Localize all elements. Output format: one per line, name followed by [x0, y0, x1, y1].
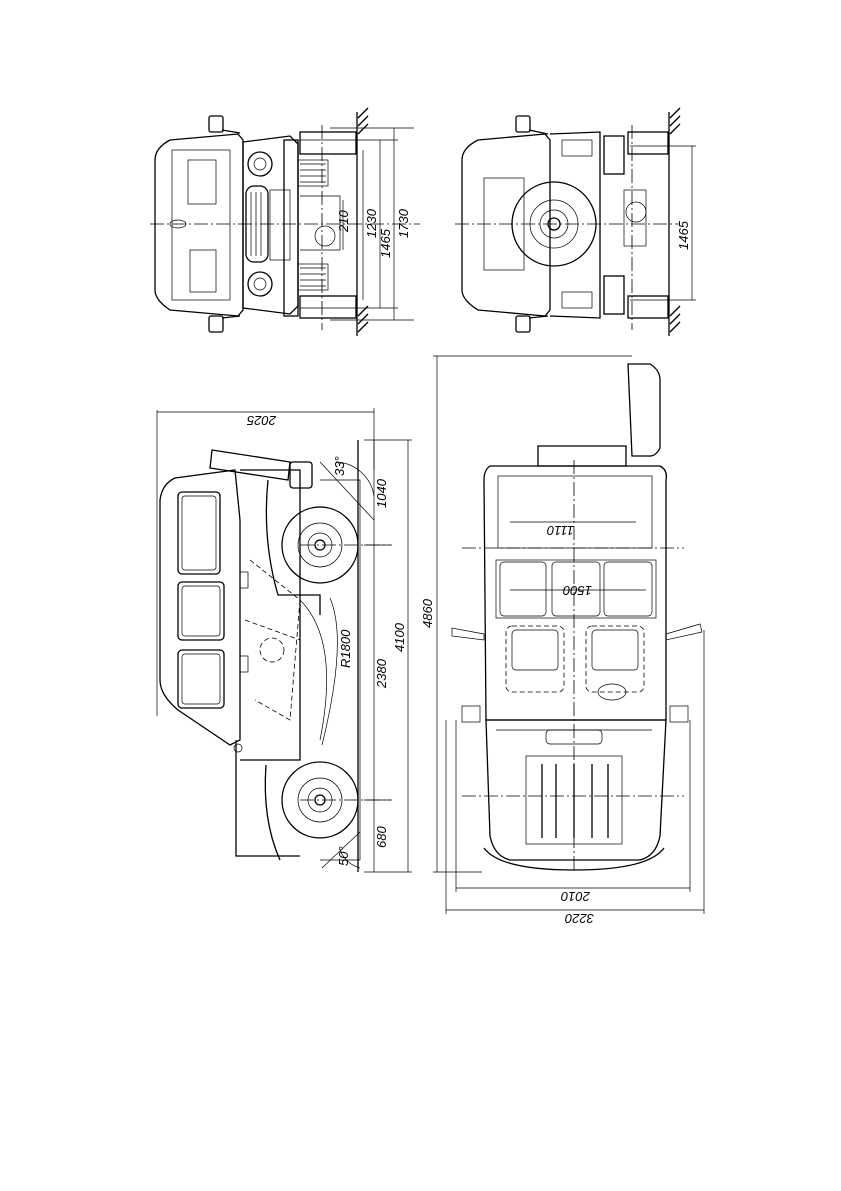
- dim-front-track-inner: 210: [336, 210, 351, 233]
- dim-front-track-mid: 1230: [364, 208, 379, 238]
- front-view: [150, 108, 420, 336]
- dim-turn-radius: R1800: [338, 629, 353, 668]
- rear-view: [455, 108, 696, 336]
- dim-front-width: 1730: [396, 208, 411, 238]
- dim-width: 2010: [560, 889, 591, 904]
- dim-roof-angle: 33°: [332, 456, 347, 476]
- dim-height: 2025: [246, 413, 277, 428]
- top-view: [433, 356, 704, 914]
- dim-wheelbase: 2380: [374, 658, 389, 689]
- dim-width-mirrors: 3220: [564, 911, 594, 926]
- dim-front-overhang: 1040: [374, 478, 389, 508]
- dim-length: 4100: [392, 622, 407, 652]
- dim-rear-track: 1465: [676, 220, 691, 250]
- dim-interior-width: 1110: [546, 523, 574, 538]
- dim-rear-overhang: 680: [374, 826, 389, 848]
- dim-length-open: 4860: [420, 598, 435, 628]
- dim-departure-angle: 50°: [336, 846, 351, 866]
- dim-seat-width: 1500: [562, 583, 592, 598]
- dim-front-track: 1465: [378, 228, 393, 258]
- side-view: [157, 408, 412, 872]
